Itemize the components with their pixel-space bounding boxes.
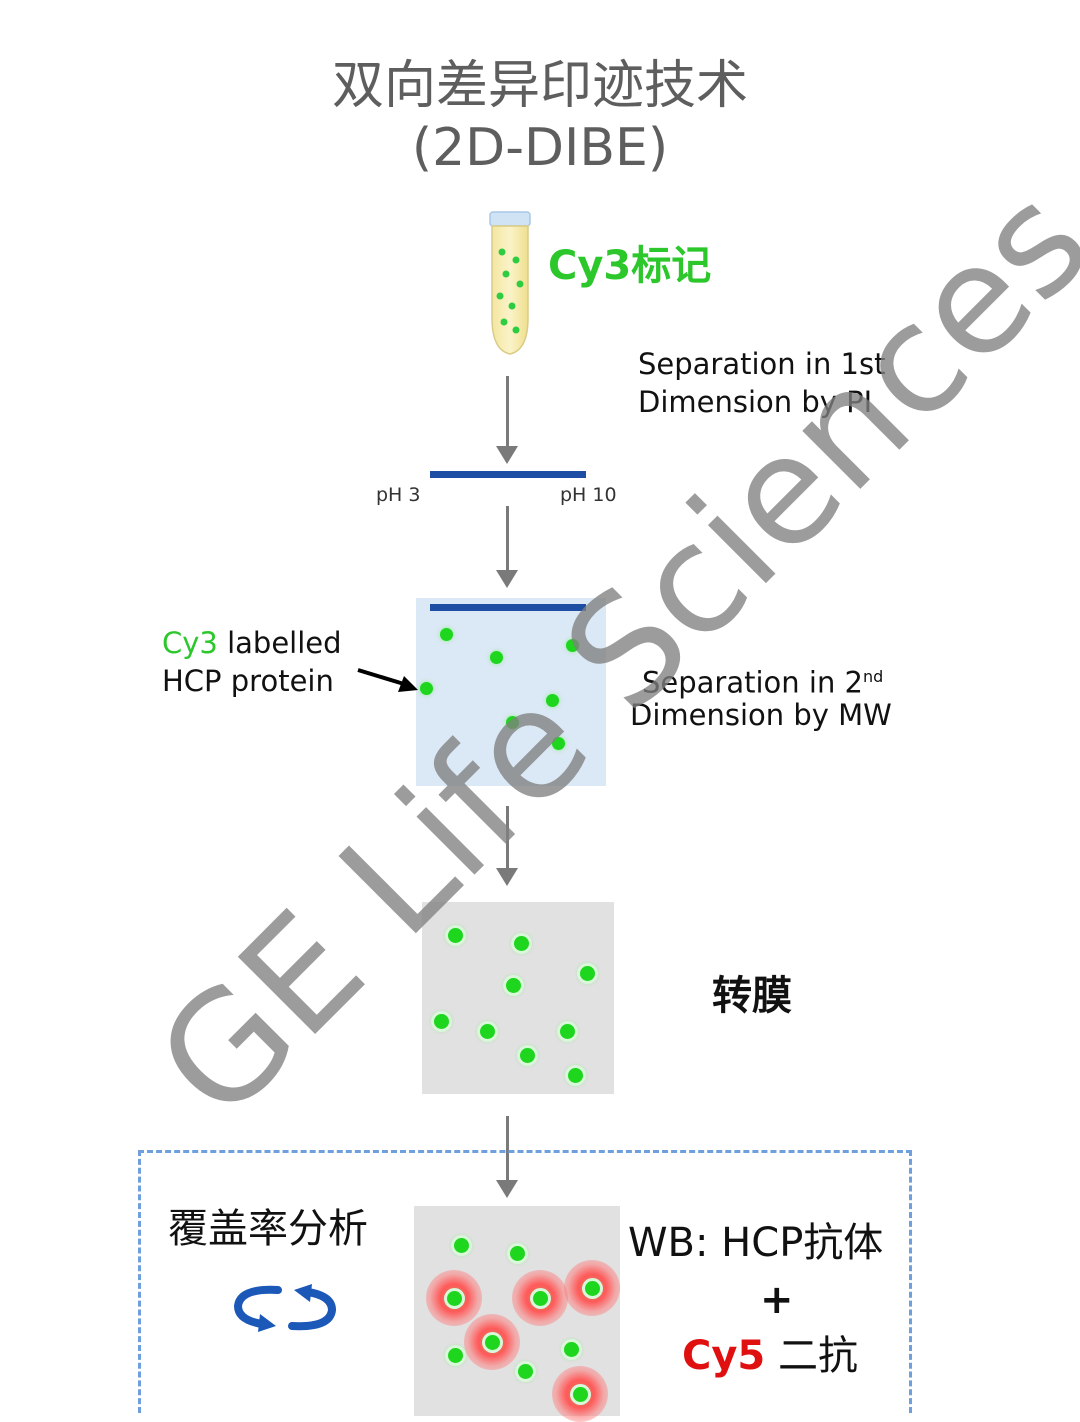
protein-spot [447, 1291, 462, 1306]
protein-spot [560, 1024, 575, 1039]
protein-spot [454, 1238, 469, 1253]
ipg-strip [430, 471, 586, 478]
transfer-label: 转膜 [712, 973, 792, 1019]
cy3-label-text: Cy3标记 [548, 243, 712, 289]
protein-spot [510, 1246, 525, 1261]
protein-spot [566, 639, 579, 652]
arrow-down-icon [496, 570, 518, 588]
protein-spot [440, 628, 453, 641]
step2-line2: Dimension by MW [630, 698, 892, 732]
protein-spot [420, 682, 433, 695]
coverage-analysis-box [138, 1150, 912, 1413]
protein-spot [434, 1014, 449, 1029]
black-arrow-icon [357, 668, 418, 692]
diagram-title: 双向差异印迹技术 [331, 56, 748, 116]
coverage-label: 覆盖率分析 [168, 1206, 368, 1252]
membrane [422, 902, 614, 1094]
ipg-strip-on-gel [430, 604, 586, 611]
test-tube-icon [489, 211, 531, 355]
protein-spot [448, 928, 463, 943]
protein-spot [564, 1342, 579, 1357]
western-blot-membrane [414, 1206, 620, 1422]
protein-spot [490, 651, 503, 664]
protein-spot [568, 1068, 583, 1083]
step2-sup: nd [863, 667, 884, 686]
protein-spot [585, 1281, 600, 1296]
ph-low-label: pH 3 [376, 484, 421, 506]
protein-spot [533, 1291, 548, 1306]
protein-spot [480, 1024, 495, 1039]
arrow-down-icon [496, 1180, 518, 1198]
arrow-shaft [506, 806, 509, 872]
diagram-subtitle: (2D-DIBE) [411, 118, 669, 178]
protein-spot [506, 978, 521, 993]
secondary-antibody-text: 二抗 [765, 1333, 858, 1379]
arrow-down-icon [496, 868, 518, 886]
protein-spot [580, 966, 595, 981]
protein-spot [552, 737, 565, 750]
secondary-antibody-label: Cy5 二抗 [682, 1330, 858, 1382]
arrow-shaft [506, 376, 509, 452]
protein-spot [573, 1387, 588, 1402]
arrow-down-icon [496, 446, 518, 464]
labelled-word: labelled [217, 626, 342, 660]
ph-high-label: pH 10 [560, 484, 617, 506]
step2-line1: Separation in 2nd [642, 658, 883, 702]
protein-spot [520, 1048, 535, 1063]
wb-antibody-label: WB: HCP抗体 [628, 1220, 884, 1266]
blue-cycle-arrows-icon [233, 1284, 337, 1332]
step1-line2: Dimension by PI [638, 385, 873, 419]
protein-label-line1: Cy3 labelled [162, 624, 342, 662]
step1-line1: Separation in 1st [638, 347, 886, 381]
protein-spot [546, 694, 559, 707]
cy3-word: Cy3 [162, 626, 218, 660]
cy5-word: Cy5 [682, 1333, 766, 1379]
arrow-shaft [506, 506, 509, 574]
protein-spot [506, 716, 519, 729]
arrow-shaft [506, 1116, 509, 1182]
protein-spot [518, 1364, 533, 1379]
protein-label-line2: HCP protein [162, 664, 334, 698]
protein-spot [448, 1348, 463, 1363]
protein-spot [485, 1335, 500, 1350]
2d-gel [416, 598, 606, 786]
plus-sign: + [760, 1277, 794, 1323]
step2-line1-text: Separation in 2 [642, 665, 863, 700]
protein-spot [514, 936, 529, 951]
